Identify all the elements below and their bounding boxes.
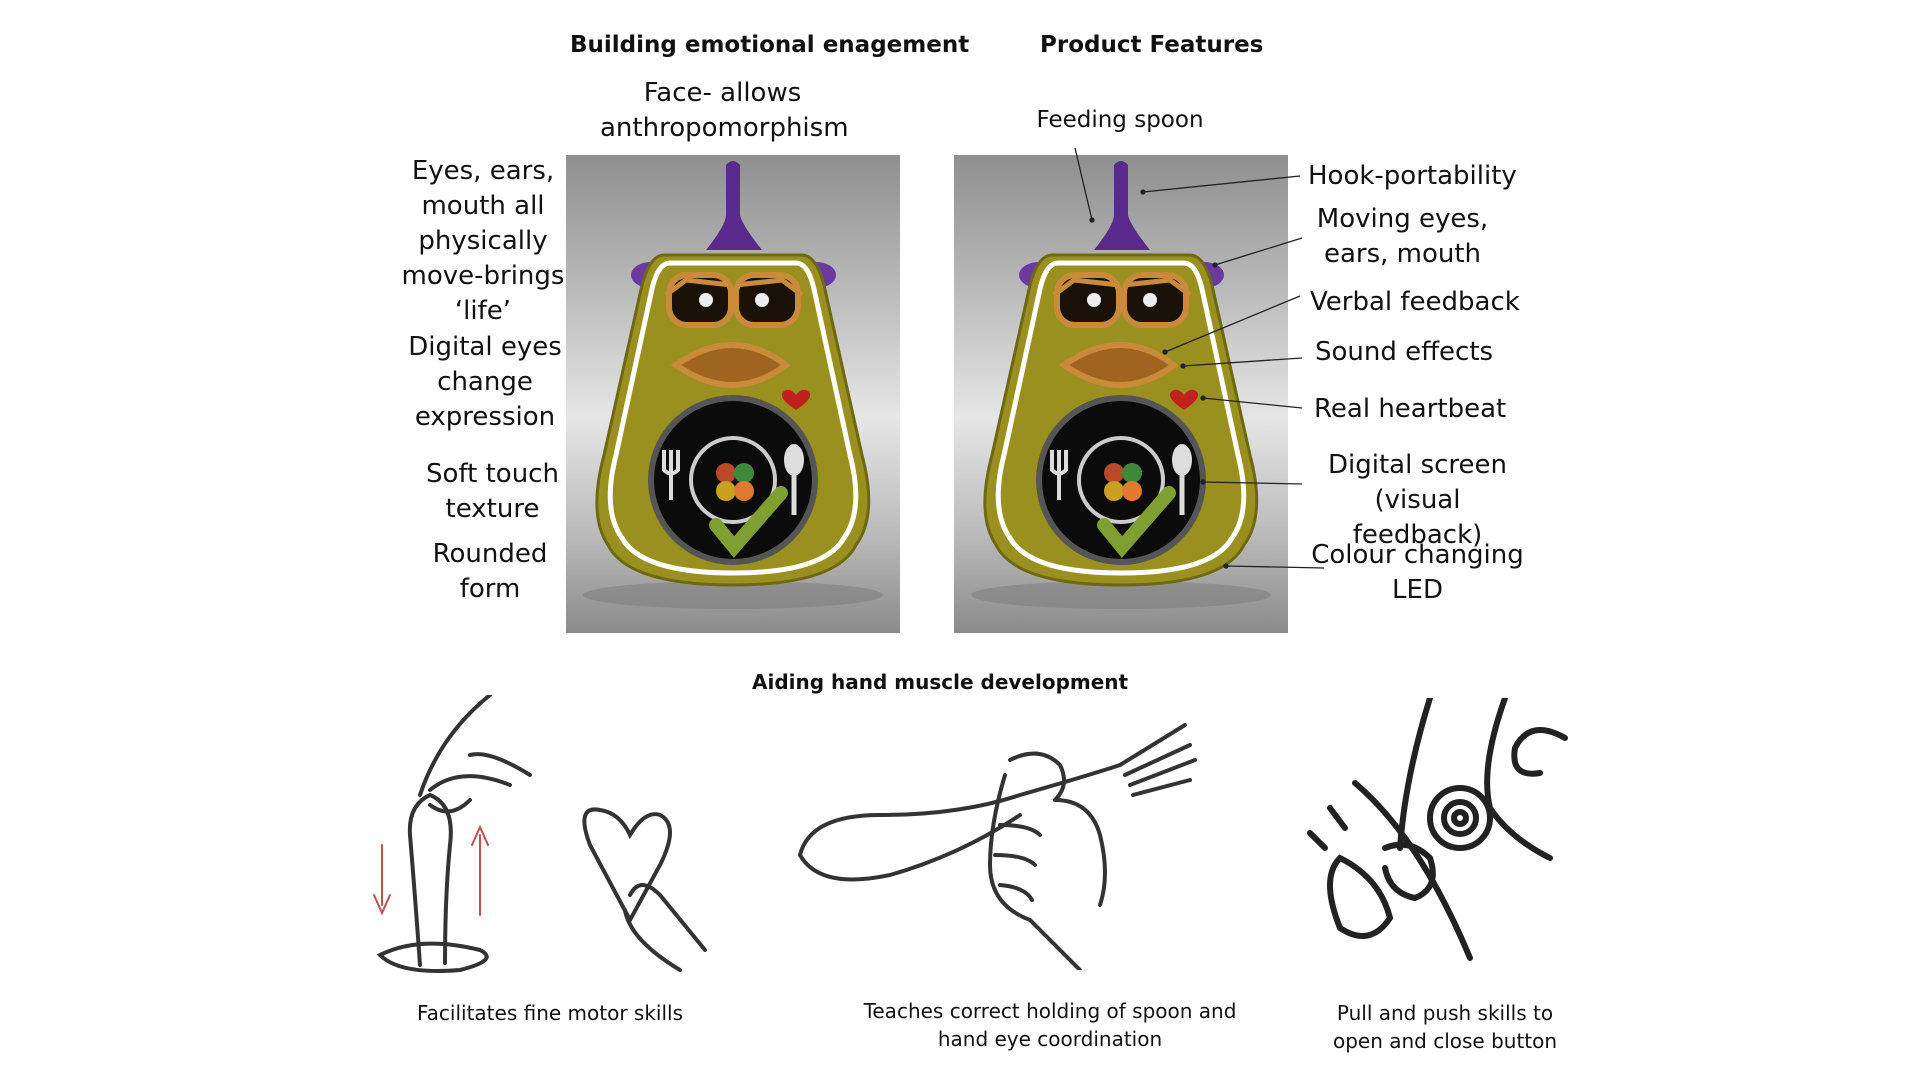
sketch-spoon-holding bbox=[790, 705, 1210, 970]
thumb-icon bbox=[1008, 751, 1066, 802]
label-face-anthropomorphism: Face- allows anthropomorphism bbox=[600, 78, 849, 143]
heart-icon bbox=[1169, 389, 1199, 410]
caption-pull-push: Pull and push skills to open and close b… bbox=[1332, 1001, 1558, 1053]
heart-icon bbox=[781, 389, 811, 410]
arrow-up-icon bbox=[471, 824, 489, 916]
spoon-icon bbox=[798, 763, 1122, 857]
toy-render-left bbox=[583, 161, 883, 609]
toy-render-right bbox=[971, 161, 1271, 609]
heart-outline-icon bbox=[582, 807, 672, 925]
button-icon bbox=[1427, 785, 1493, 851]
label-sound-effects: Sound effects bbox=[1315, 337, 1494, 367]
heading-product-features: Product Features bbox=[1040, 32, 1264, 58]
sketch-pull-push bbox=[1300, 698, 1580, 966]
label-digital-screen: Digital screen (visual feedback) bbox=[1327, 450, 1508, 550]
label-real-heartbeat: Real heartbeat bbox=[1314, 394, 1507, 424]
heading-emotional-engagement: Building emotional enagement bbox=[570, 32, 970, 58]
heading-hand-muscle: Aiding hand muscle development bbox=[752, 670, 1129, 694]
label-colour-led: Colour changing LED bbox=[1311, 540, 1524, 605]
finger-tip-icon bbox=[1511, 727, 1568, 777]
toy-outline bbox=[607, 260, 859, 576]
spoon-icon bbox=[1172, 444, 1192, 476]
label-feeding-spoon: Feeding spoon bbox=[1036, 107, 1204, 133]
checkmark-icon bbox=[1097, 486, 1176, 558]
sketch-fine-motor bbox=[360, 695, 720, 975]
label-moving-eyes: Moving eyes, ears, mouth bbox=[1316, 204, 1489, 269]
button-left-icon bbox=[1327, 854, 1394, 939]
fork-icon bbox=[662, 450, 680, 500]
label-hook-portability: Hook-portability bbox=[1308, 161, 1517, 191]
hook-icon bbox=[1094, 161, 1150, 250]
slot-icon bbox=[376, 941, 489, 973]
render-panel-features bbox=[954, 155, 1288, 633]
label-soft-touch: Soft touch texture bbox=[426, 459, 559, 524]
label-eyes-ears-mouth: Eyes, ears, mouth all physically move-br… bbox=[401, 156, 565, 326]
checkmark-icon bbox=[709, 486, 788, 558]
fork-tines-icon bbox=[1118, 723, 1197, 797]
toy-outline bbox=[995, 260, 1247, 576]
finger-line-icon bbox=[1397, 698, 1433, 851]
spoon-icon bbox=[784, 444, 804, 476]
arrow-down-icon bbox=[373, 844, 391, 916]
caption-fine-motor: Facilitates fine motor skills bbox=[416, 1001, 683, 1025]
hook-icon bbox=[706, 161, 762, 250]
fork-icon bbox=[1050, 450, 1068, 500]
label-digital-eyes: Digital eyes change expression bbox=[408, 332, 562, 432]
render-panel-emotional bbox=[566, 155, 900, 633]
caption-spoon-holding: Teaches correct holding of spoon and han… bbox=[863, 999, 1237, 1051]
finger-icon bbox=[628, 883, 707, 952]
label-rounded-form: Rounded form bbox=[432, 539, 548, 604]
mouth-icon bbox=[670, 342, 791, 388]
hand-icon bbox=[987, 773, 1082, 970]
mouth-icon bbox=[1058, 342, 1179, 388]
spoon-handle-icon bbox=[407, 792, 453, 967]
label-verbal-feedback: Verbal feedback bbox=[1310, 287, 1520, 317]
